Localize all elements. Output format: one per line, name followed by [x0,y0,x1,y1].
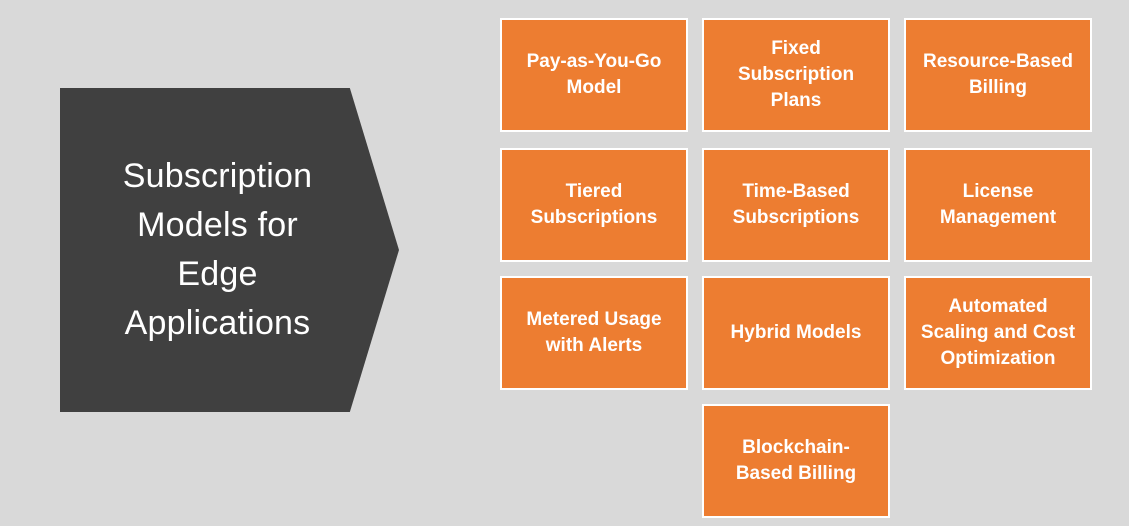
box-label: Tiered Subscriptions [530,181,658,228]
title-arrow-shape: Subscription Models for Edge Application… [60,88,399,412]
grid-box-resource-based-billing: Resource-Based Billing [904,18,1092,132]
box-label: Fixed Subscription Plans [737,38,855,111]
grid-box-fixed-subscription-plans: Fixed Subscription Plans [702,18,890,132]
box-label: Automated Scaling and Cost Optimization [920,296,1076,369]
box-label: Resource-Based Billing [923,51,1073,98]
grid-box-pay-as-you-go-model: Pay-as-You-Go Model [500,18,688,132]
box-label: Blockchain- Based Billing [735,437,857,484]
grid-box-automated-scaling-cost-optimization: Automated Scaling and Cost Optimization [904,276,1092,390]
box-label: License Management [939,181,1057,228]
diagram-title: Subscription Models for Edge Application… [122,157,313,342]
grid-box-hybrid-models: Hybrid Models [702,276,890,390]
grid-box-blockchain-based-billing: Blockchain- Based Billing [702,404,890,518]
grid-box-license-management: License Management [904,148,1092,262]
box-label: Pay-as-You-Go Model [526,51,662,98]
grid-box-metered-usage-with-alerts: Metered Usage with Alerts [500,276,688,390]
box-label: Hybrid Models [730,322,862,343]
box-label: Time-Based Subscriptions [732,181,860,228]
grid-box-tiered-subscriptions: Tiered Subscriptions [500,148,688,262]
grid-box-time-based-subscriptions: Time-Based Subscriptions [702,148,890,262]
box-label: Metered Usage with Alerts [526,309,662,356]
